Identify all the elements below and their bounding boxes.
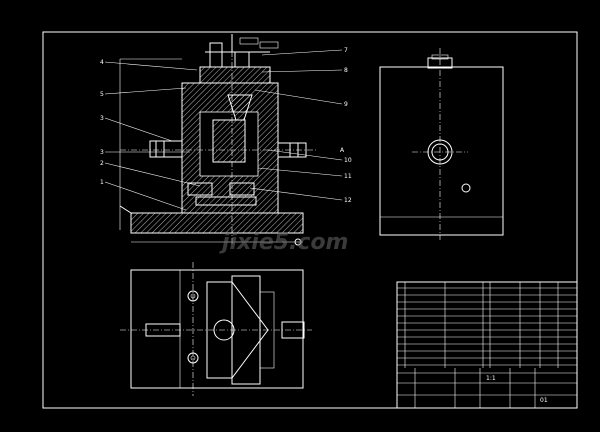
top-v-block <box>206 281 269 379</box>
scale-value: 1:1 <box>486 375 496 382</box>
callout-5: 5 <box>100 91 104 98</box>
callout-8: 8 <box>344 67 348 74</box>
bore-inner <box>431 143 449 161</box>
clamp-screw <box>209 42 223 68</box>
sheet-number: 01 <box>540 397 548 404</box>
watermark: jixie5.com <box>219 230 348 255</box>
top-clamp <box>199 66 271 84</box>
datum-symbol <box>294 238 302 246</box>
left-bolt <box>149 140 183 158</box>
pin-hole <box>461 183 471 193</box>
side-view <box>379 48 504 240</box>
callout-10: 10 <box>344 157 352 164</box>
top-view-base <box>130 269 304 389</box>
bore-outer <box>427 139 453 165</box>
side-view-body <box>379 66 504 236</box>
top-view <box>120 262 312 396</box>
callout-2: 2 <box>100 160 104 167</box>
top-left-bolt <box>145 323 181 337</box>
title-block: 1:1 01 <box>396 281 578 409</box>
drawing-border <box>42 31 578 409</box>
callout-3b: 3 <box>100 149 104 156</box>
callout-3a: 3 <box>100 115 104 122</box>
callout-9: 9 <box>344 101 348 108</box>
section-mark-a: A <box>340 147 345 154</box>
callout-11: 11 <box>344 173 352 180</box>
front-section-view: 4 5 3 3 2 1 7 8 9 10 11 12 A <box>100 34 352 246</box>
callout-4: 4 <box>100 59 104 66</box>
callout-7: 7 <box>344 47 348 54</box>
callout-1: 1 <box>100 179 104 186</box>
v-block <box>227 94 253 121</box>
callout-12: 12 <box>344 197 352 204</box>
